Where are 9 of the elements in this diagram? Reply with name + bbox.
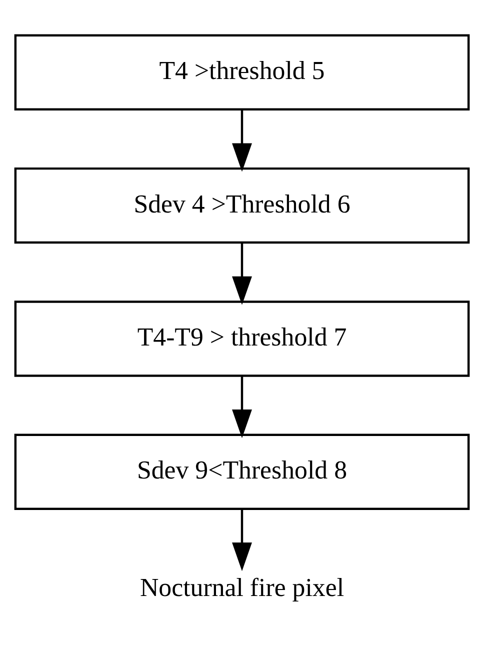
node-box: Sdev 4 >Threshold 6 [14, 167, 470, 244]
arrow [232, 242, 252, 305]
node-text: Nocturnal fire pixel [140, 573, 344, 602]
arrow [232, 376, 252, 438]
node-box: T4-T9 > threshold 7 [14, 300, 470, 377]
node-box: Sdev 9<Threshold 8 [14, 434, 470, 510]
arrow [232, 509, 252, 572]
arrow [232, 110, 252, 172]
node-box: T4 >threshold 5 [14, 34, 470, 110]
